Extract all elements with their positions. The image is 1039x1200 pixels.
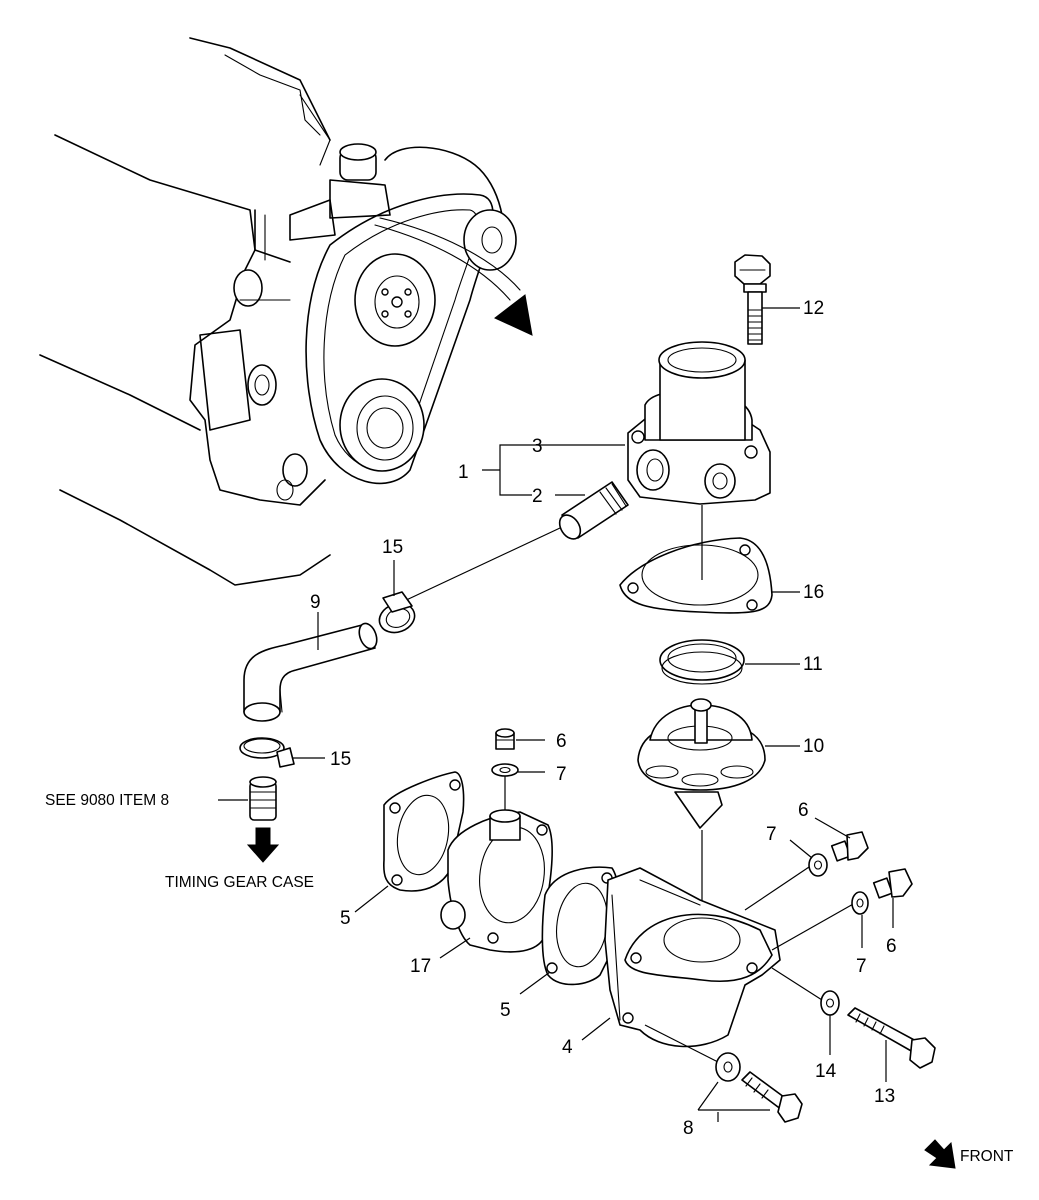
callout-5-left: 5 [340, 908, 351, 929]
callout-13: 13 [874, 1086, 895, 1107]
front-label: FRONT [960, 1148, 1014, 1165]
part-4-lower-housing [581, 867, 781, 1048]
part-15-hose-clamp-upper [378, 560, 416, 634]
part-14-washer [820, 990, 840, 1055]
callout-14: 14 [815, 1061, 837, 1082]
part-3-thermostat-housing [627, 341, 771, 505]
bracket-1 [482, 444, 625, 496]
part-13-bolt [847, 1007, 936, 1082]
part-7-washer-right-lower [851, 891, 869, 948]
callout-17: 17 [410, 956, 431, 977]
callout-7-right-upper: 7 [766, 824, 777, 845]
callout-6-right-lower: 6 [886, 936, 897, 957]
callout-6-right-upper: 6 [798, 800, 809, 821]
engine-block-illustration [39, 37, 517, 586]
callout-15-upper: 15 [382, 537, 403, 558]
part-11-seal-ring [659, 639, 800, 685]
callout-4: 4 [562, 1037, 573, 1058]
callout-6-top: 6 [556, 731, 567, 752]
callout-3: 3 [532, 436, 543, 457]
callout-10: 10 [803, 736, 824, 757]
callout-7-top: 7 [556, 764, 567, 785]
part-6-plug-right-lower [872, 868, 913, 928]
part-2-pipe [384, 481, 629, 611]
front-arrow-icon [924, 1139, 956, 1169]
callout-5-middle: 5 [500, 1000, 511, 1021]
timing-gear-case-label: TIMING GEAR CASE [165, 874, 314, 891]
part-8-bolt-washer [697, 1052, 803, 1123]
callout-16: 16 [803, 582, 824, 603]
part-6-plug-right-upper [814, 817, 869, 862]
part-6-plug-top [495, 728, 545, 750]
timing-case-fitting [218, 776, 280, 863]
part-9-hose [243, 612, 378, 722]
part-16-gasket [619, 537, 800, 614]
part-5-gasket-middle [519, 866, 621, 995]
part-7-washer-top [491, 763, 545, 777]
callout-7-right-lower: 7 [856, 956, 867, 977]
callout-1: 1 [458, 462, 469, 483]
see-reference-note: SEE 9080 ITEM 8 [45, 792, 169, 809]
part-7-washer-right-upper [789, 839, 828, 877]
callout-2: 2 [532, 486, 543, 507]
part-10-thermostat [637, 698, 800, 829]
part-15-hose-clamp-lower [239, 737, 325, 768]
callout-9: 9 [310, 592, 321, 613]
part-12-bolt [734, 254, 800, 345]
callout-11: 11 [803, 654, 823, 675]
part-5-gasket-left [354, 771, 465, 913]
detail-arrow [374, 217, 533, 336]
callout-15-lower: 15 [330, 749, 351, 770]
callout-12: 12 [803, 298, 824, 319]
callout-8: 8 [683, 1118, 694, 1139]
